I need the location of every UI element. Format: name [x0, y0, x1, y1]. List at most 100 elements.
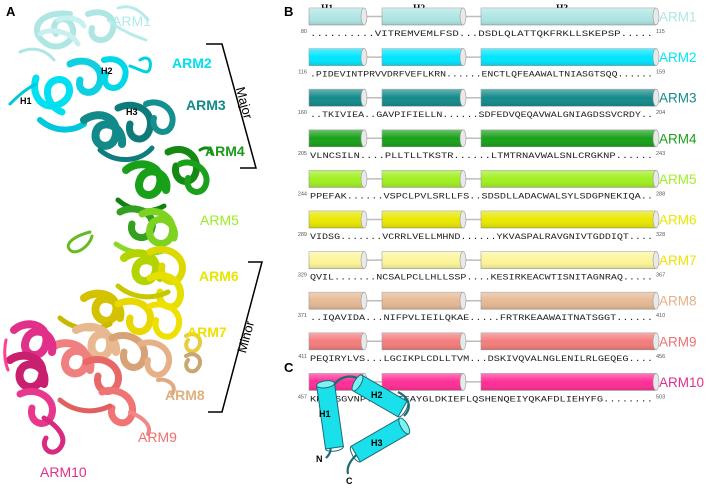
alignment-rows: ARM1 80..........VITREMVEMLFSD...DSDLQLAT… [298, 7, 704, 404]
alignment-row-arm1: ARM1 80..........VITREMVEMLFSD...DSDLQLAT… [301, 7, 697, 39]
helix-2-cylinder [381, 7, 467, 26]
sequence-text: ..IQAVIDA...NIFPVLIEILQKAE.....FRTRKEAAW… [310, 313, 653, 323]
helix-1-cylinder [308, 7, 368, 26]
panel-a-arm7-label: ARM7 [187, 324, 227, 340]
panel-b-arm-label: ARM9 [659, 334, 697, 349]
helix-3-cylinder [480, 332, 660, 351]
loop-h2-h3 [397, 391, 410, 417]
residue-start-number: 457 [298, 394, 307, 400]
panel-a-arm6-label: ARM6 [199, 268, 239, 284]
helix-1-cylinder [308, 88, 368, 107]
sequence-text: PPEFAK......VSPCLPVLSRLLFS..SDSDLLADACWA… [310, 191, 653, 201]
panel-c-label: C [284, 360, 294, 375]
residue-start-number: 116 [298, 70, 307, 76]
helix-3-cylinder [480, 88, 660, 107]
arm2-ribbon [8, 56, 152, 133]
panel-a-h3-label: H3 [126, 107, 138, 117]
residue-end-number: 204 [656, 110, 665, 116]
panel-c-h1-label: H1 [319, 409, 331, 419]
helix-3-cylinder [480, 373, 660, 391]
helix-2-cylinder [381, 170, 467, 188]
panel-b-arm-label: ARM1 [659, 10, 697, 25]
arm8-ribbon [72, 322, 176, 396]
helix-1-cylinder [308, 251, 368, 269]
helix-2-cylinder [381, 88, 467, 107]
alignment-row-arm8: ARM8 371..IQAVIDA...NIFPVLIEILQKAE.....FR… [298, 291, 697, 323]
panel-a-arm5-label: ARM5 [200, 212, 239, 228]
residue-start-number: 289 [298, 232, 307, 238]
arm10-ribbon [3, 320, 66, 455]
residue-end-number: 243 [656, 151, 665, 157]
residue-end-number: 159 [656, 70, 665, 76]
arm9-ribbon [50, 339, 151, 436]
panel-a-h1-label: H1 [20, 96, 32, 106]
residue-start-number: 205 [298, 151, 307, 157]
helix-2-cylinder [381, 48, 467, 66]
panel-a-arm8-label: ARM8 [165, 387, 205, 403]
sequence-text: KRSGSGVNPYCGLIEEAYGLDKIEFLQSHENQEIYQKAFD… [310, 394, 653, 404]
helix-2-cylinder [381, 210, 467, 229]
residue-end-number: 503 [656, 394, 665, 400]
helix-3-cylinder [480, 7, 660, 26]
panel-a-arm4-label: ARM4 [205, 143, 245, 159]
helix-2-cylinder [381, 251, 467, 269]
protein-ribbon-structure [3, 5, 214, 455]
residue-end-number: 328 [656, 232, 665, 238]
panel-a-arm2-label: ARM2 [172, 55, 212, 71]
alignment-row-arm3: ARM3 160..TKIVIEA..GAVPIFIELLN......SDFED… [298, 88, 697, 120]
helix-2-cylinder [381, 291, 467, 310]
helix-3-cylinder [480, 251, 660, 269]
helix-1-cylinder [308, 210, 368, 229]
panel-b-arm-label: ARM10 [659, 375, 704, 390]
panel-b-arm-label: ARM8 [659, 294, 697, 309]
panel-c-h3-label: H3 [371, 438, 383, 448]
arm3-ribbon [80, 99, 176, 162]
panel-b-arm-label: ARM2 [659, 50, 697, 65]
residue-start-number: 80 [301, 29, 307, 35]
panel-b-arm-label: ARM3 [659, 91, 697, 106]
panel-b-arm-label: ARM4 [659, 131, 697, 146]
sequence-text: PEQIRYLVS...LGCIKPLCDLLTVM...DSKIVQVALNG… [310, 354, 653, 364]
panel-c-h2-label: H2 [371, 390, 383, 400]
sequence-text: .PIDEVINTPRVVDRFVEFLKRN......ENCTLQFEAAW… [310, 70, 653, 80]
helix-2-cylinder [381, 129, 467, 148]
sequence-text: VLNCSILN....PLLTLLTKSTR......LTMTRNAVWAL… [310, 151, 653, 161]
residue-start-number: 160 [298, 110, 307, 116]
panel-c-n-terminus: N [316, 454, 323, 464]
h3-cylinder [349, 417, 411, 463]
sequence-text: ..TKIVIEA..GAVPIFIELLN......SDFEDVQEQAVW… [310, 110, 653, 120]
panel-a-h2-label: H2 [101, 66, 113, 76]
panel-c-c-terminus: C [346, 476, 353, 486]
residue-end-number: 456 [656, 354, 665, 360]
panel-b-arm-label: ARM7 [659, 253, 697, 268]
sequence-text: ..........VITREMVEMLFSD...DSDLQLATTQKFRK… [310, 29, 653, 39]
panel-b-arm-label: ARM6 [659, 213, 697, 228]
panel-a-arm10-label: ARM10 [40, 464, 87, 480]
arm1-ribbon [18, 5, 150, 62]
helix-topology-diagram: H1 H2 H3 N C [316, 374, 411, 486]
residue-start-number: 244 [298, 191, 307, 197]
residue-end-number: 115 [656, 29, 665, 35]
residue-start-number: 371 [298, 313, 307, 319]
helix-1-cylinder [308, 48, 368, 66]
helix-1-cylinder [308, 332, 368, 351]
sequence-text: QVIL.......NCSALPCLLHLLSSP....KESIRKEACW… [310, 273, 653, 283]
panel-a-arm3-label: ARM3 [186, 97, 226, 113]
helix-2-cylinder [381, 373, 467, 391]
helix-1-cylinder [308, 170, 368, 188]
panel-a-label: A [6, 4, 16, 19]
major-bracket-label: Major [233, 85, 256, 121]
helix-1-cylinder [308, 129, 368, 148]
h1-cylinder [316, 380, 344, 452]
helix-2-cylinder [381, 332, 467, 351]
helix-3-cylinder [480, 291, 660, 310]
residue-end-number: 288 [656, 191, 665, 197]
panel-a-arm1-label: ARM1 [112, 13, 151, 29]
residue-end-number: 367 [656, 273, 665, 279]
